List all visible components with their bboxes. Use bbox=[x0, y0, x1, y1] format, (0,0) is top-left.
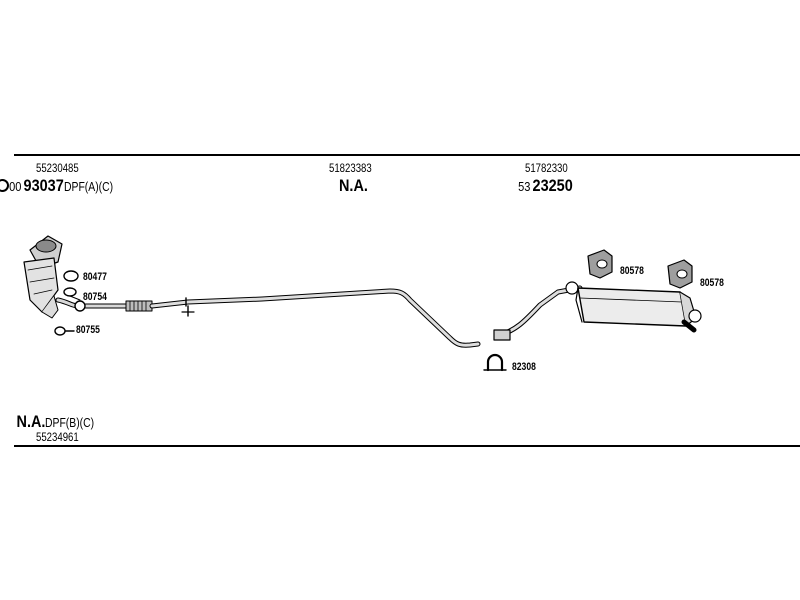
callout-clamp-ring: 80755 bbox=[76, 324, 100, 336]
part-number-middle-pipe: 51823383 bbox=[329, 161, 372, 175]
code-main: N.A. bbox=[16, 412, 46, 431]
rear-silencer-icon bbox=[575, 287, 702, 333]
part-number-catalytic-converter: 55230485 bbox=[36, 161, 79, 175]
code-suffix: DPF(A)(C) bbox=[63, 179, 113, 194]
code-main: 23250 bbox=[533, 176, 574, 195]
bottom-divider-line bbox=[14, 445, 800, 447]
code-main: 93037 bbox=[24, 176, 65, 195]
part-number-rear-silencer: 51782330 bbox=[525, 161, 568, 175]
bottom-dpf-code: N.A.DPF(B)(C) bbox=[14, 413, 106, 431]
code-prefix: 53 bbox=[518, 179, 531, 194]
catalytic-converter-icon bbox=[23, 235, 63, 319]
code-suffix: DPF(B)(C) bbox=[45, 415, 95, 430]
gasket-mid-icon bbox=[63, 287, 77, 297]
pipe-hanger-rod-icon bbox=[185, 297, 189, 317]
callout-gasket-mid: 80754 bbox=[83, 291, 107, 303]
clamp-ring-icon bbox=[54, 326, 75, 336]
callout-hanger-right: 80578 bbox=[700, 277, 724, 289]
middle-pipe-code: N.A. bbox=[339, 176, 368, 195]
part-number-dpf: 55234961 bbox=[36, 430, 79, 444]
u-clamp-icon bbox=[486, 353, 504, 372]
tail-pipe-icon bbox=[681, 319, 697, 333]
flex-pipe-icon bbox=[125, 300, 153, 312]
rear-pipe-icon bbox=[497, 285, 583, 338]
gasket-top-icon bbox=[63, 270, 79, 282]
top-divider-line bbox=[14, 154, 800, 156]
callout-clamp-u: 82308 bbox=[512, 361, 536, 373]
rubber-hanger-left-icon bbox=[587, 249, 613, 279]
selection-ring-icon bbox=[0, 179, 9, 192]
rubber-hanger-right-icon bbox=[667, 259, 693, 289]
code-prefix: 00 bbox=[9, 179, 22, 194]
callout-hanger-left: 80578 bbox=[620, 265, 644, 277]
callout-gasket-top: 80477 bbox=[83, 271, 107, 283]
